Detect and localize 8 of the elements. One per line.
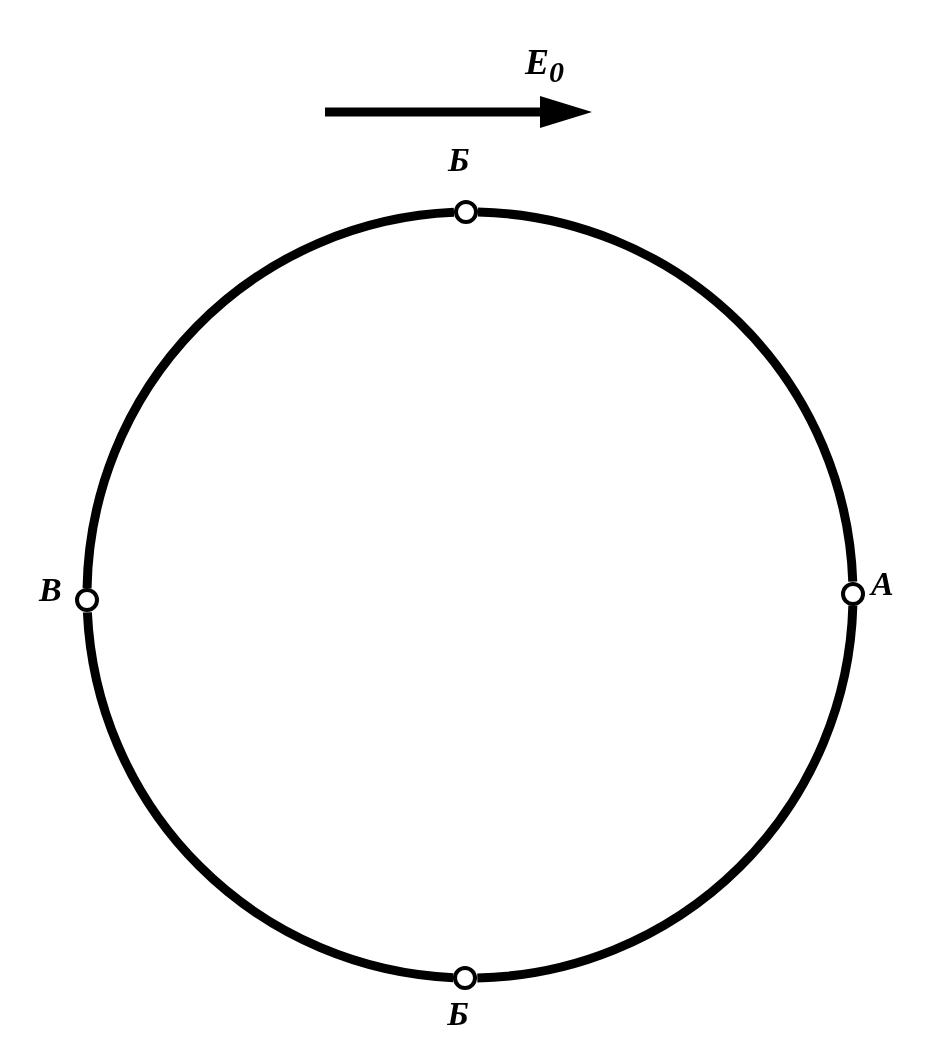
point-label: А: [871, 565, 894, 602]
point-label: Б: [448, 142, 470, 178]
ring-arc: [82, 207, 455, 589]
point-label: В: [39, 572, 62, 609]
point-label: Б: [447, 995, 469, 1032]
ring-arc: [477, 207, 858, 583]
field-label: E$_{0}$: [525, 42, 564, 91]
ring-arc: [476, 605, 858, 983]
